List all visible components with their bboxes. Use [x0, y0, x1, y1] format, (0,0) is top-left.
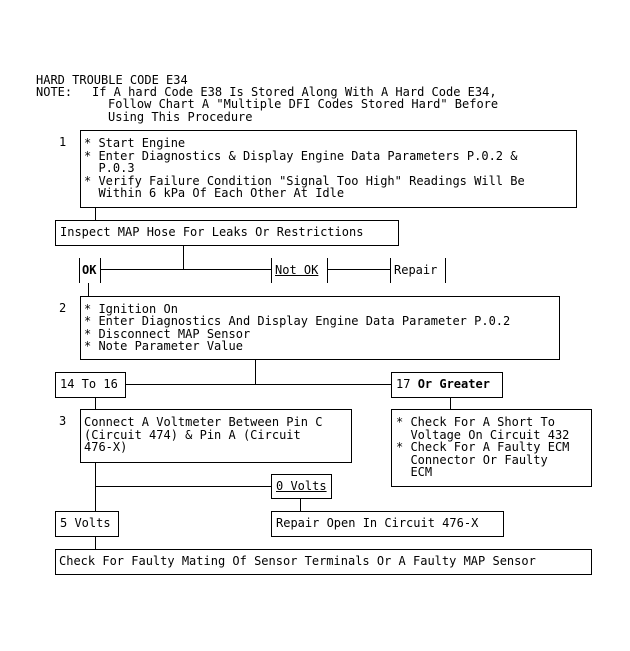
inspect-map-hose-box: Inspect MAP Hose For Leaks Or Restrictio…: [55, 220, 399, 246]
step-1-number: 1: [59, 135, 67, 149]
repair-open-text: Repair Open In Circuit 476-X: [276, 516, 479, 530]
repair-box: Repair: [390, 258, 446, 283]
five-volts-text: 5 Volts: [60, 516, 111, 530]
ok-text: OK: [82, 263, 97, 277]
page-title: HARD TROUBLE CODE E34: [36, 73, 188, 87]
step-1-line-2: * Enter Diagnostics & Display Engine Dat…: [84, 149, 518, 163]
zero-volts-box: 0 Volts: [271, 474, 332, 499]
step-3-number: 3: [59, 414, 67, 428]
step-2-line-4: * Note Parameter Value: [84, 339, 243, 353]
short-check-line-1: * Check For A Short To: [396, 415, 555, 429]
short-check-line-2: Voltage On Circuit 432: [396, 428, 570, 442]
step-3-box: Connect A Voltmeter Between Pin C (Circu…: [80, 409, 352, 463]
range-high-bold: Or Greater: [417, 377, 490, 391]
short-check-line-5: ECM: [396, 465, 433, 479]
final-check-box: Check For Faulty Mating Of Sensor Termin…: [55, 549, 592, 575]
step-1-line-3: P.0.3: [84, 161, 135, 175]
step-3-line-3: 476-X): [84, 440, 128, 454]
note-line-1: If A hard Code E38 Is Stored Along With …: [92, 85, 497, 99]
range-high-box: 17 Or Greater: [391, 372, 503, 398]
repair-open-box: Repair Open In Circuit 476-X: [271, 511, 504, 537]
short-check-line-3: * Check For A Faulty ECM: [396, 440, 570, 454]
not-ok-text: Not OK: [275, 263, 319, 277]
step-3-line-2: (Circuit 474) & Pin A (Circuit: [84, 428, 301, 442]
step-2-line-3: * Disconnect MAP Sensor: [84, 327, 251, 341]
final-check-text: Check For Faulty Mating Of Sensor Termin…: [59, 554, 536, 568]
step-1-line-1: * Start Engine: [84, 136, 186, 150]
step-2-box: * Ignition On * Enter Diagnostics And Di…: [80, 296, 560, 360]
step-1-box: * Start Engine * Enter Diagnostics & Dis…: [80, 130, 577, 208]
inspect-map-hose-text: Inspect MAP Hose For Leaks Or Restrictio…: [60, 225, 364, 239]
repair-text: Repair: [394, 263, 438, 277]
short-check-box: * Check For A Short To Voltage On Circui…: [391, 409, 592, 487]
short-check-line-4: Connector Or Faulty: [396, 453, 548, 467]
step-2-line-1: * Ignition On: [84, 302, 178, 316]
zero-volts-text: 0 Volts: [276, 479, 327, 493]
five-volts-box: 5 Volts: [55, 511, 119, 537]
note-line-2: Follow Chart A "Multiple DFI Codes Store…: [108, 97, 499, 111]
step-3-line-1: Connect A Voltmeter Between Pin C: [84, 415, 323, 429]
range-low-text: 14 To 16: [60, 377, 118, 391]
range-low-box: 14 To 16: [55, 372, 126, 398]
not-ok-box: Not OK: [271, 258, 328, 283]
step-1-line-4: * Verify Failure Condition "Signal Too H…: [84, 174, 525, 188]
step-2-line-2: * Enter Diagnostics And Display Engine D…: [84, 314, 511, 328]
note-line-3: Using This Procedure: [108, 110, 253, 124]
step-1-line-5: Within 6 kPa Of Each Other At Idle: [84, 186, 345, 200]
step-2-number: 2: [59, 301, 67, 315]
ok-box: OK: [79, 258, 101, 283]
range-high-prefix: 17: [396, 377, 418, 391]
note-label: NOTE:: [36, 85, 73, 99]
